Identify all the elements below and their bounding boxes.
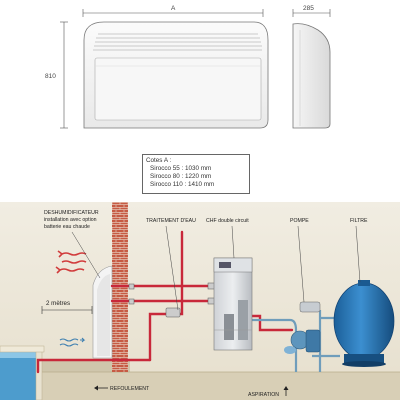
pipe-fittings (128, 282, 219, 318)
label-leader-lines (71, 225, 361, 311)
cold-air-arrows-icon (59, 337, 86, 347)
dehumidifier-sublabel-2: batterie eau chaude (44, 224, 90, 230)
pump (284, 301, 321, 354)
dehumidifier-unit (92, 265, 113, 359)
sand-filter (333, 280, 395, 367)
legend-line-sirocco-80: Sirocco 80 : 1220 mm (150, 173, 212, 180)
boiler (213, 257, 253, 351)
front-view-drawing: A 810 (45, 5, 269, 129)
legend-line-sirocco-55: Sirocco 55 : 1030 mm (150, 165, 212, 172)
dehumidifier-label: DESHUMIDIFICATEUR (44, 210, 99, 216)
warm-air-arrows-icon (55, 250, 87, 274)
installation-scene: 2 mètres (0, 202, 400, 400)
legend-title: Cotes A : (146, 157, 172, 164)
suction-label: ASPIRATION (248, 392, 279, 398)
distance-label: 2 mètres (46, 300, 70, 307)
swimming-pool (0, 345, 45, 400)
legend-line-sirocco-110: Sirocco 110 : 1410 mm (150, 181, 215, 188)
height-dimension-label: 810 (45, 73, 56, 80)
water-treatment-label: TRAITEMENT D'EAU (146, 218, 196, 224)
distance-indicator: 2 mètres (41, 300, 93, 314)
suction-arrow-icon (283, 386, 289, 396)
return-label: REFOULEMENT (110, 386, 150, 392)
side-view-drawing: 285 (292, 5, 331, 129)
depth-dimension-label: 285 (303, 5, 314, 12)
dimension-legend-box: Cotes A : Sirocco 55 : 1030 mm Sirocco 8… (142, 154, 250, 194)
width-dimension-label: A (171, 5, 176, 12)
dehumidifier-sublabel-1: installation avec option (44, 217, 97, 223)
return-arrow-icon (94, 385, 108, 391)
boiler-label: CHF double circuit (206, 218, 249, 224)
pump-label: POMPE (290, 218, 309, 224)
filter-label: FILTRE (350, 218, 368, 224)
